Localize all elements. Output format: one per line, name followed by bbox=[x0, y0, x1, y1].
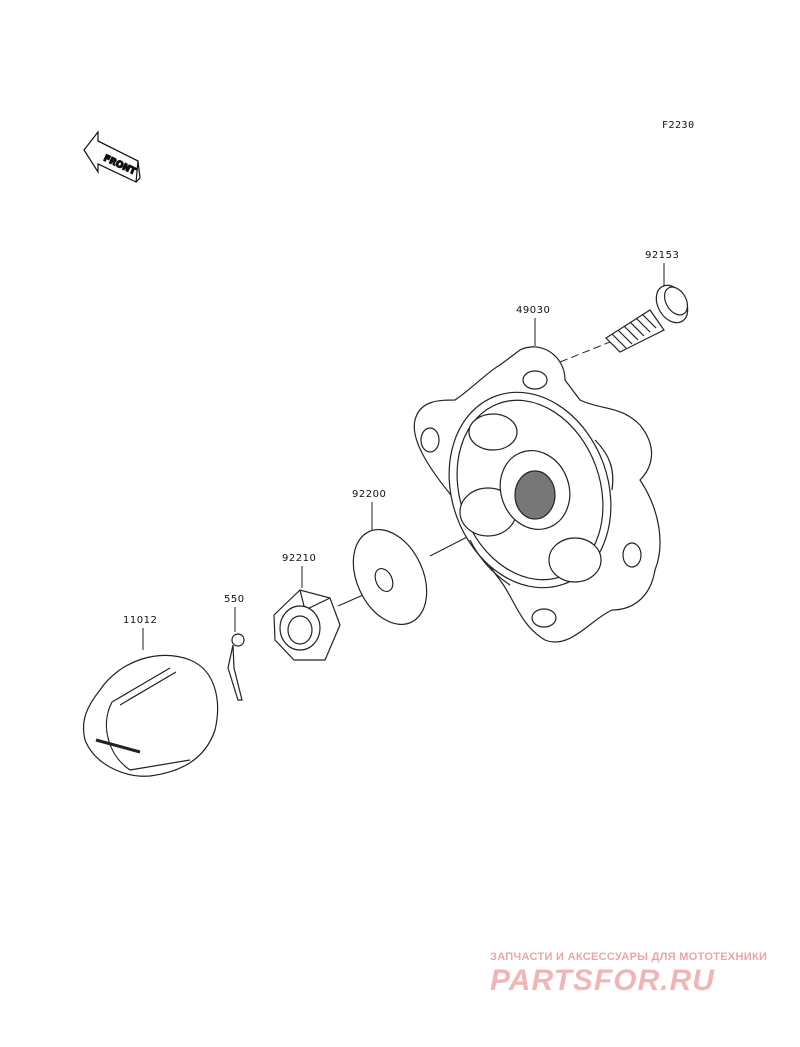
wheel-hub-part bbox=[413, 346, 661, 643]
part-number-92210: 92210 bbox=[282, 553, 316, 564]
watermark-tagline: ЗАПЧАСТИ И АКСЕССУАРЫ ДЛЯ МОТОТЕХНИКИ bbox=[490, 951, 768, 963]
washer-part bbox=[352, 528, 428, 626]
part-number-92200: 92200 bbox=[352, 489, 386, 500]
part-number-550: 550 bbox=[224, 594, 245, 605]
front-arrow-icon: FRONT bbox=[83, 130, 141, 183]
hub-cap-part bbox=[82, 654, 219, 777]
part-number-92153: 92153 bbox=[645, 250, 679, 261]
figure-code: F2230 bbox=[662, 120, 695, 131]
part-number-11012: 11012 bbox=[123, 615, 157, 626]
nut-part bbox=[273, 589, 341, 661]
part-number-49030: 49030 bbox=[516, 305, 550, 316]
watermark-logo: PARTSFOR.RU bbox=[490, 964, 715, 997]
hub-bolt-part bbox=[605, 284, 689, 353]
cotter-pin-part bbox=[227, 633, 245, 701]
